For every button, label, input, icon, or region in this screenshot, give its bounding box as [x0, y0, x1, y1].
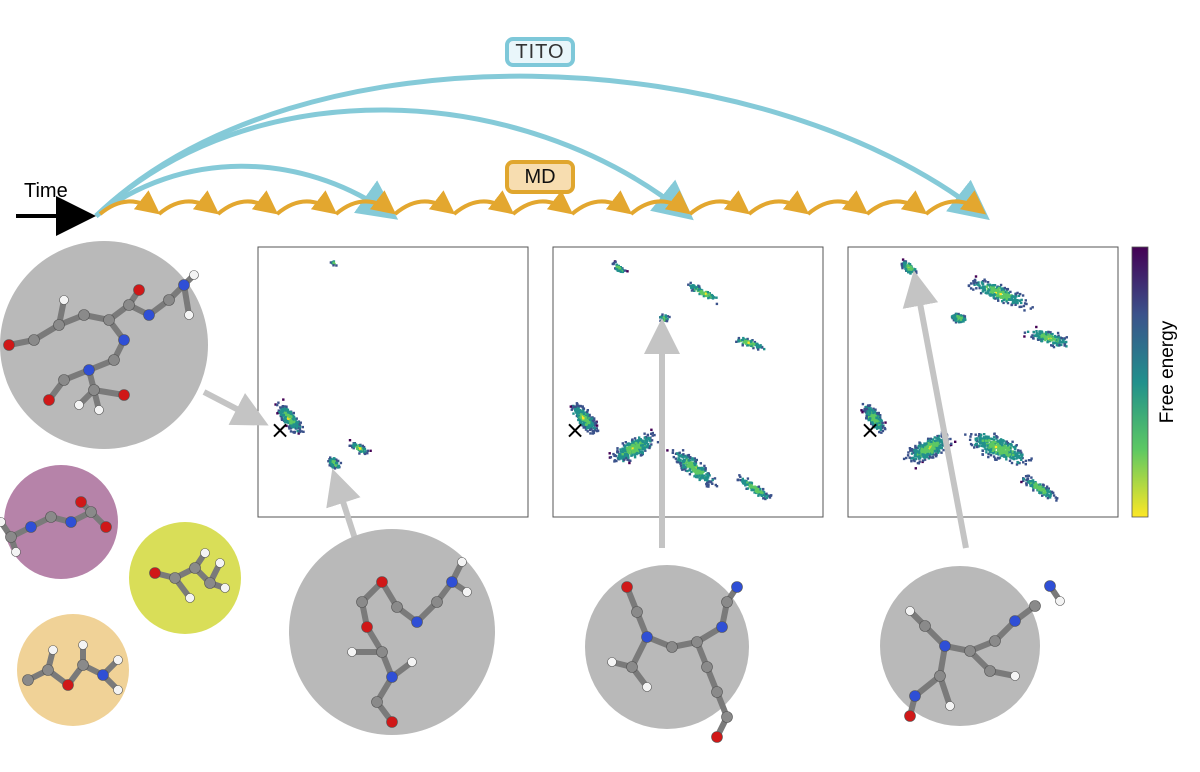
md-hops — [98, 190, 987, 216]
molecule-state-2 — [585, 565, 749, 743]
md-hop-arrow — [334, 190, 397, 216]
md-label: MD — [505, 160, 575, 194]
md-hop-arrow — [393, 190, 456, 216]
peptide-3d-icon — [347, 557, 472, 728]
md-hop-arrow — [924, 190, 987, 216]
md-hop-arrow — [747, 190, 810, 216]
md-hop-arrow — [511, 190, 574, 216]
colorbar-label: Free energy — [1157, 320, 1178, 424]
start-state-marker: × — [860, 416, 880, 444]
molecule-example-yellow — [129, 522, 241, 634]
tito-label: TITO — [505, 37, 575, 67]
md-hop-arrow — [688, 190, 751, 216]
peptide-3d-icon — [3, 270, 199, 415]
md-hop-arrow — [452, 190, 515, 216]
molecule-state-1 — [289, 529, 495, 735]
free-energy-panel-3: × — [847, 246, 1119, 518]
tito-arcs — [94, 73, 990, 221]
md-hop-arrow — [629, 190, 692, 216]
md-hop-arrow — [98, 190, 161, 216]
start-state-marker: × — [565, 416, 585, 444]
molecule-initial — [0, 241, 208, 449]
peptide-3d-icon — [904, 580, 1065, 722]
md-hop-arrow — [806, 190, 869, 216]
md-hop-arrow — [157, 190, 220, 216]
molecule-example-purple — [0, 465, 118, 579]
molecule-state-3 — [880, 566, 1065, 726]
free-energy-panel-1: × — [257, 246, 529, 518]
molecule-example-orange — [17, 614, 129, 726]
tito-arc-short — [94, 163, 399, 220]
md-hop-arrow — [865, 190, 928, 216]
peptide-3d-icon — [149, 548, 230, 603]
tito-arc-long — [94, 73, 990, 221]
md-hop-arrow — [570, 190, 633, 216]
colorbar — [1131, 246, 1149, 518]
md-hop-arrow — [275, 190, 338, 216]
peptide-3d-icon — [607, 581, 743, 743]
peptide-3d-icon — [0, 496, 112, 557]
peptide-3d-icon — [22, 640, 123, 695]
free-energy-panel-2: × — [552, 246, 824, 518]
time-label: Time — [24, 180, 68, 202]
md-hop-arrow — [216, 190, 279, 216]
connector-arrows — [202, 270, 969, 549]
start-state-marker: × — [270, 416, 290, 444]
